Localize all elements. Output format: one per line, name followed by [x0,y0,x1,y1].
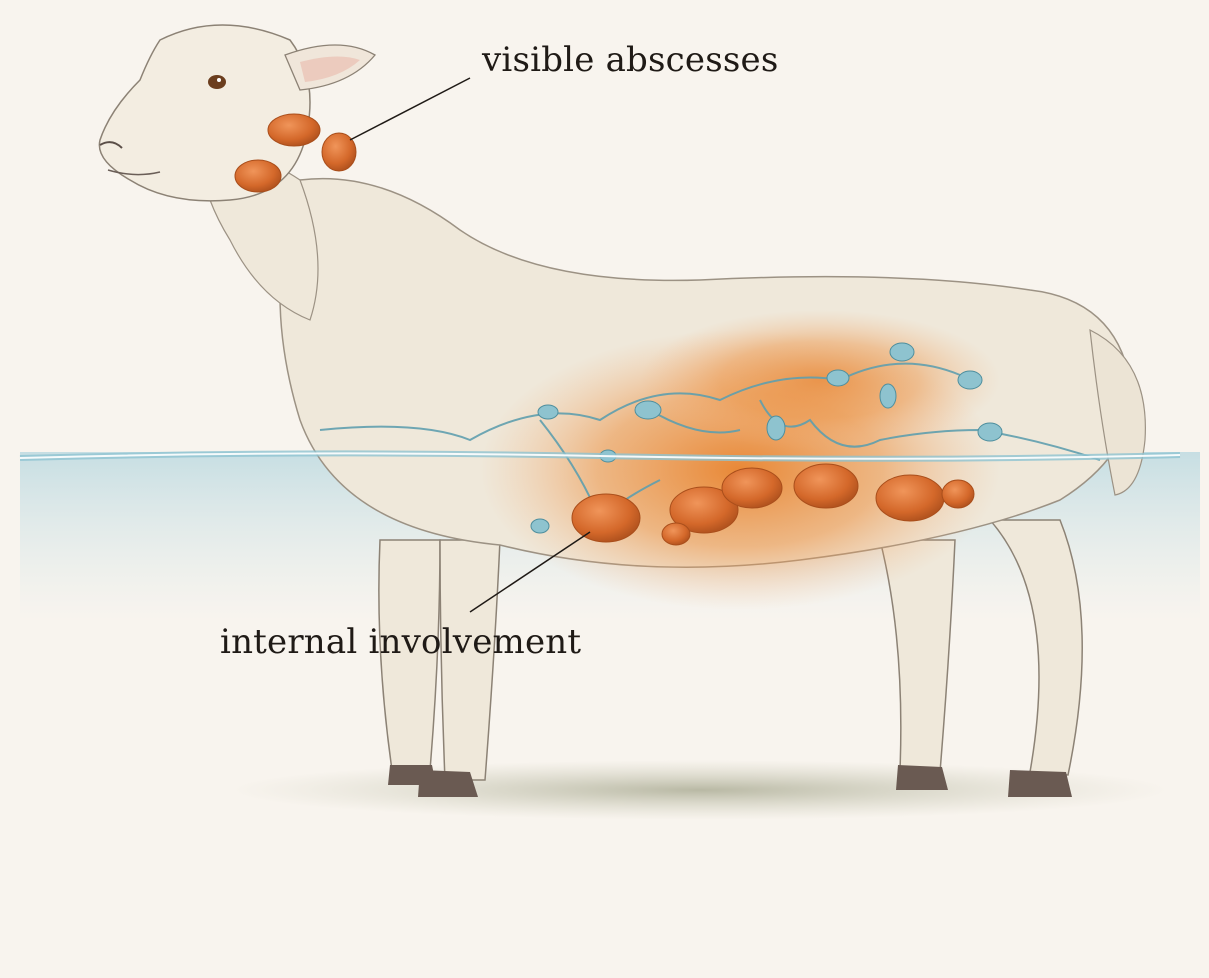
sheep-eye [208,75,226,89]
label-internal-involvement: internal involvement [220,622,581,662]
label-visible-abscesses: visible abscesses [482,40,778,80]
leader-line-visible [350,78,470,140]
